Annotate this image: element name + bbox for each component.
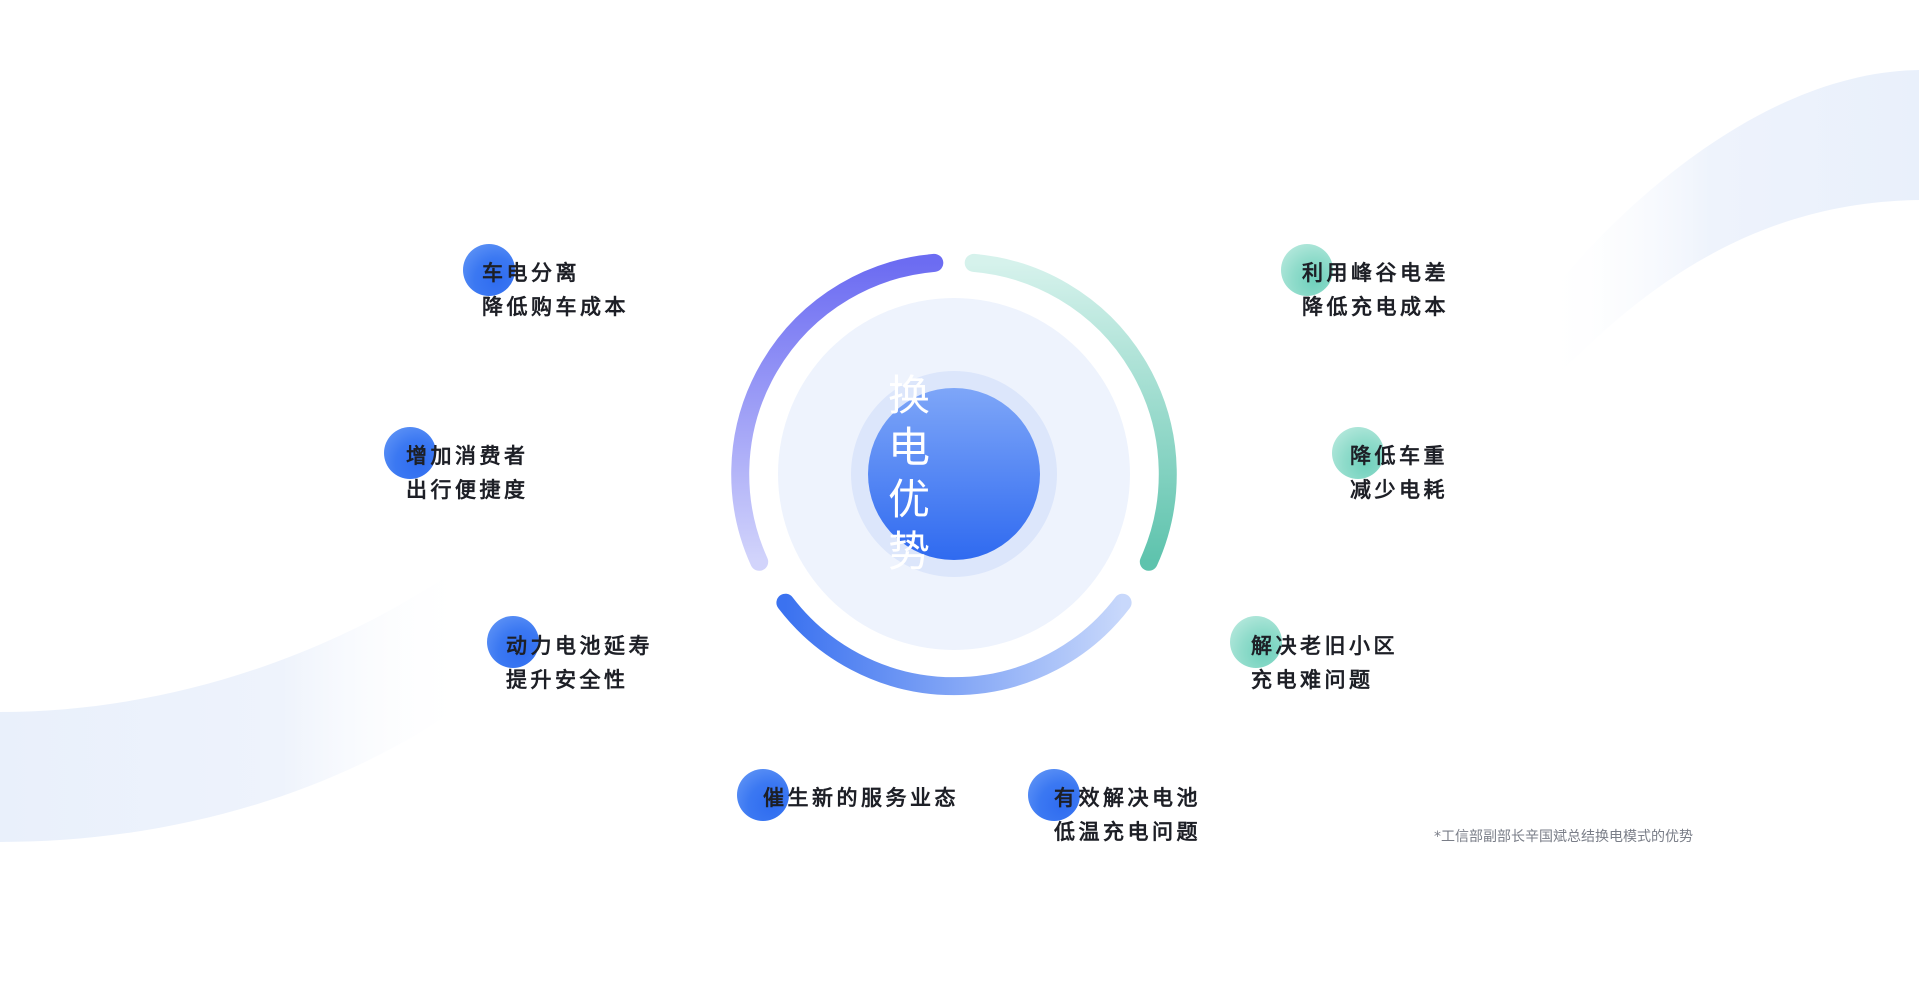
bullet-dot-icon: [1332, 427, 1384, 479]
center-title-line2: 优 势: [888, 475, 951, 576]
bullet-dot-icon: [384, 427, 436, 479]
bullet-dot-icon: [1028, 769, 1080, 821]
bullet-dot-icon: [1281, 244, 1333, 296]
advantage-label: 有效解决电池 低温充电问题: [1054, 786, 1201, 844]
wave-right: [1540, 70, 1919, 395]
arc-purple: [731, 253, 944, 571]
advantage-label: 车电分离 降低购车成本: [482, 261, 629, 319]
arc-teal: [964, 253, 1177, 571]
bullet-dot-icon: [737, 769, 789, 821]
center-title: 换 电 优 势: [868, 371, 1040, 576]
advantage-label: 降低车重 减少电耗: [1350, 444, 1448, 502]
core-disc: [868, 388, 1040, 560]
advantage-label: 利用峰谷电差 降低充电成本: [1302, 261, 1449, 319]
advantage-label: 解决老旧小区 充电难问题: [1251, 634, 1398, 692]
bullet-dot-icon: [487, 616, 539, 668]
arc-blue: [776, 593, 1132, 696]
advantage-label: 动力电池延寿 提升安全性: [506, 634, 653, 692]
wave-left: [0, 560, 470, 842]
center-title-line1: 换 电: [888, 371, 951, 472]
footnote: *工信部副部长辛国斌总结换电模式的优势: [1434, 829, 1693, 845]
bullet-dot-icon: [463, 244, 515, 296]
advantage-label: 催生新的服务业态: [763, 786, 959, 810]
advantage-label: 增加消费者 出行便捷度: [406, 444, 529, 502]
bullet-dot-icon: [1230, 616, 1282, 668]
